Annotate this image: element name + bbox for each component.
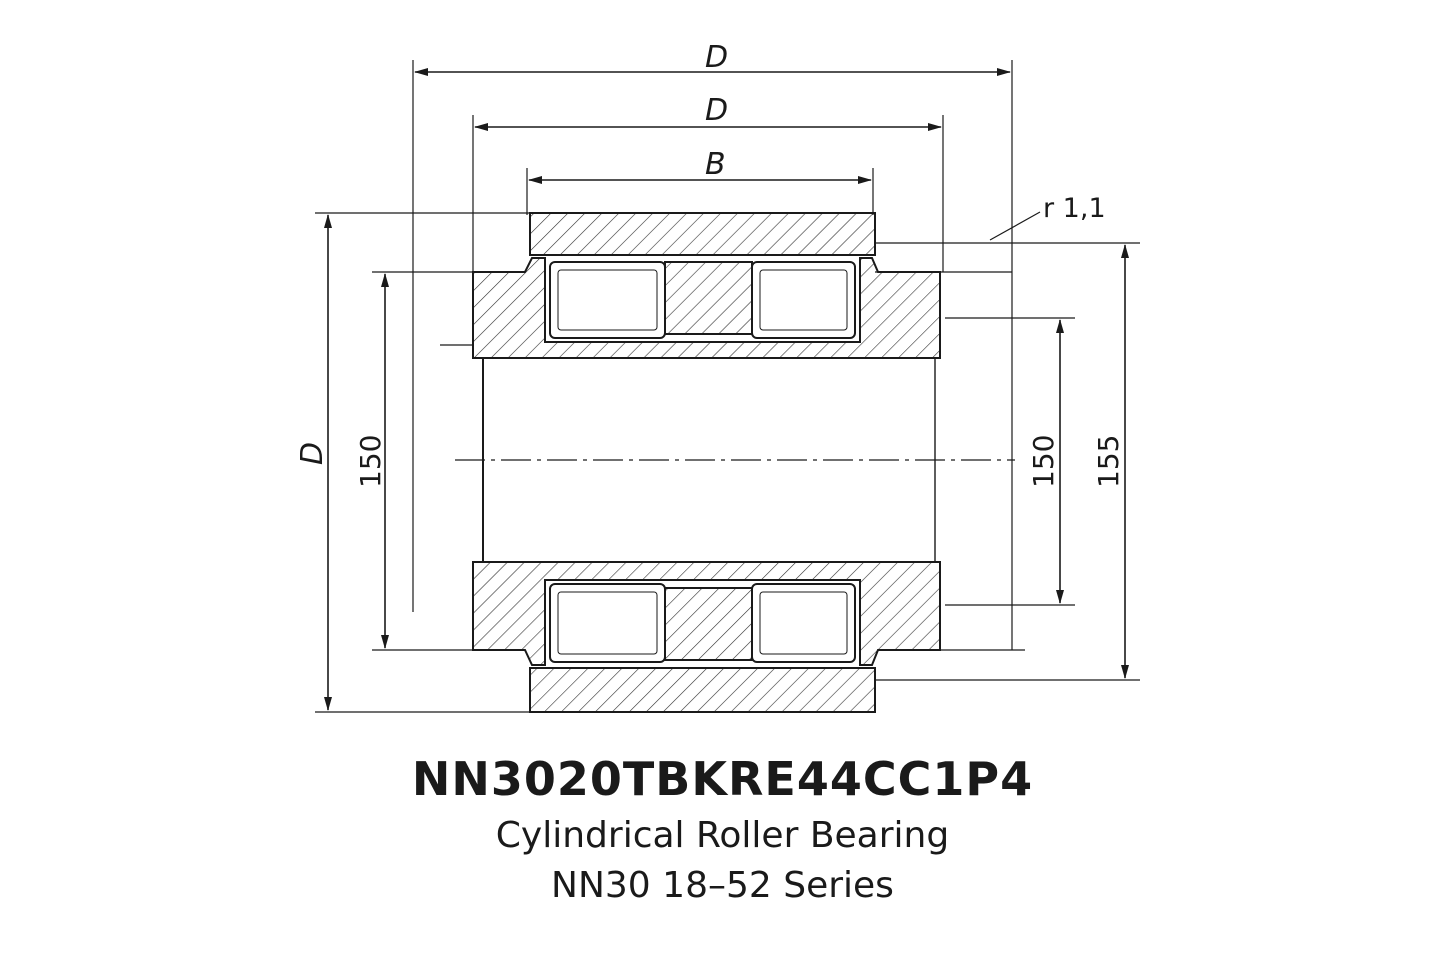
cage-bottom bbox=[664, 587, 753, 661]
outer-ring-bottom bbox=[529, 667, 876, 713]
outer-ring-top bbox=[529, 212, 876, 256]
part-number: NN3020TBKRE44CC1P4 bbox=[411, 752, 1034, 806]
dim-label-left-inner: 150 bbox=[354, 435, 387, 488]
dim-label-width: B bbox=[705, 147, 726, 182]
roller-top-left bbox=[549, 261, 666, 339]
dim-label-middle-top: D bbox=[705, 93, 728, 128]
roller-bottom-right bbox=[751, 583, 856, 663]
extension-lines bbox=[315, 60, 1140, 713]
radius-leader bbox=[989, 211, 1041, 241]
dim-label-right-inner: 150 bbox=[1027, 435, 1060, 488]
dim-label-left-outer: D bbox=[295, 442, 330, 465]
radius-label: r 1,1 bbox=[1043, 193, 1106, 224]
inner-ring-top bbox=[472, 257, 941, 359]
roller-top-right bbox=[751, 261, 856, 339]
bearing-series: NN30 18–52 Series bbox=[551, 865, 894, 906]
dim-label-right-outer: 155 bbox=[1092, 435, 1125, 488]
dim-label-outer-top: D bbox=[705, 40, 728, 75]
bearing-type: Cylindrical Roller Bearing bbox=[495, 815, 950, 856]
cage-top bbox=[664, 261, 753, 335]
inner-ring-bottom bbox=[472, 561, 941, 666]
roller-bottom-left bbox=[549, 583, 666, 663]
